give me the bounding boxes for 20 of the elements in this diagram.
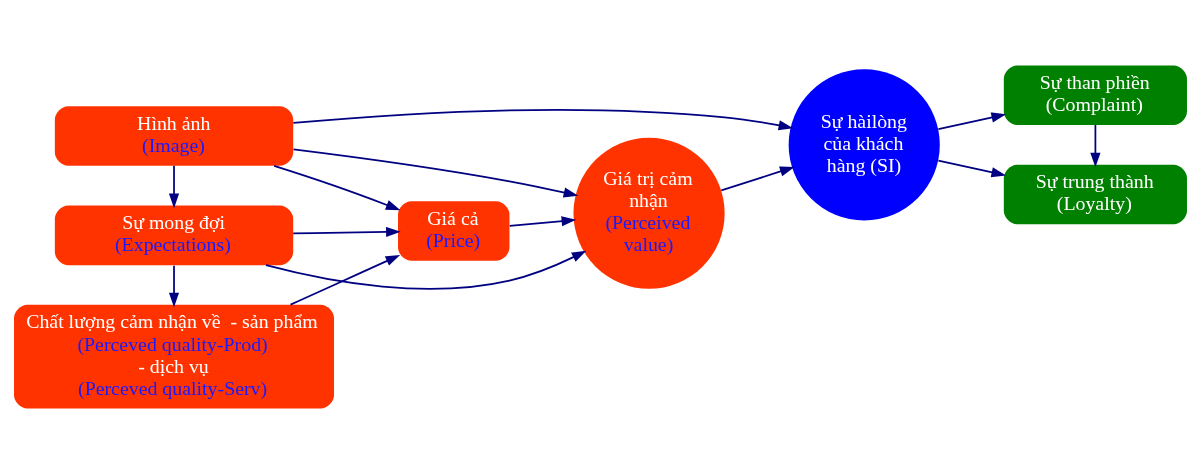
arrow [937, 112, 1007, 130]
node-circle: Sự hàilòng của khách hàng (SI) [788, 69, 940, 221]
arrow [168, 165, 180, 209]
arrow [1090, 124, 1101, 168]
arrow [508, 216, 577, 227]
node-box: Hình ảnh (Image) [54, 106, 294, 166]
node-box: Sự mong đợi (Expectations) [54, 205, 294, 266]
arrow [292, 109, 794, 131]
arrow [720, 166, 795, 192]
arrow [168, 264, 180, 308]
arrow [937, 159, 1007, 178]
arrow [273, 165, 401, 211]
node-box: Sự trung thành (Loyalty) [1003, 164, 1187, 225]
node-box: Sự than phiền (Complaint) [1003, 65, 1187, 125]
node-box: Giá cả (Price) [398, 201, 510, 261]
arrow [289, 254, 401, 306]
arrow [265, 250, 587, 290]
arrow [292, 226, 401, 238]
node-box: Chất lượng cảm nhận về - sản phẩm (Perceved quality-Prod) - dịch vụ (Perceved quality-Serv) [14, 304, 334, 409]
arrow [292, 148, 579, 198]
